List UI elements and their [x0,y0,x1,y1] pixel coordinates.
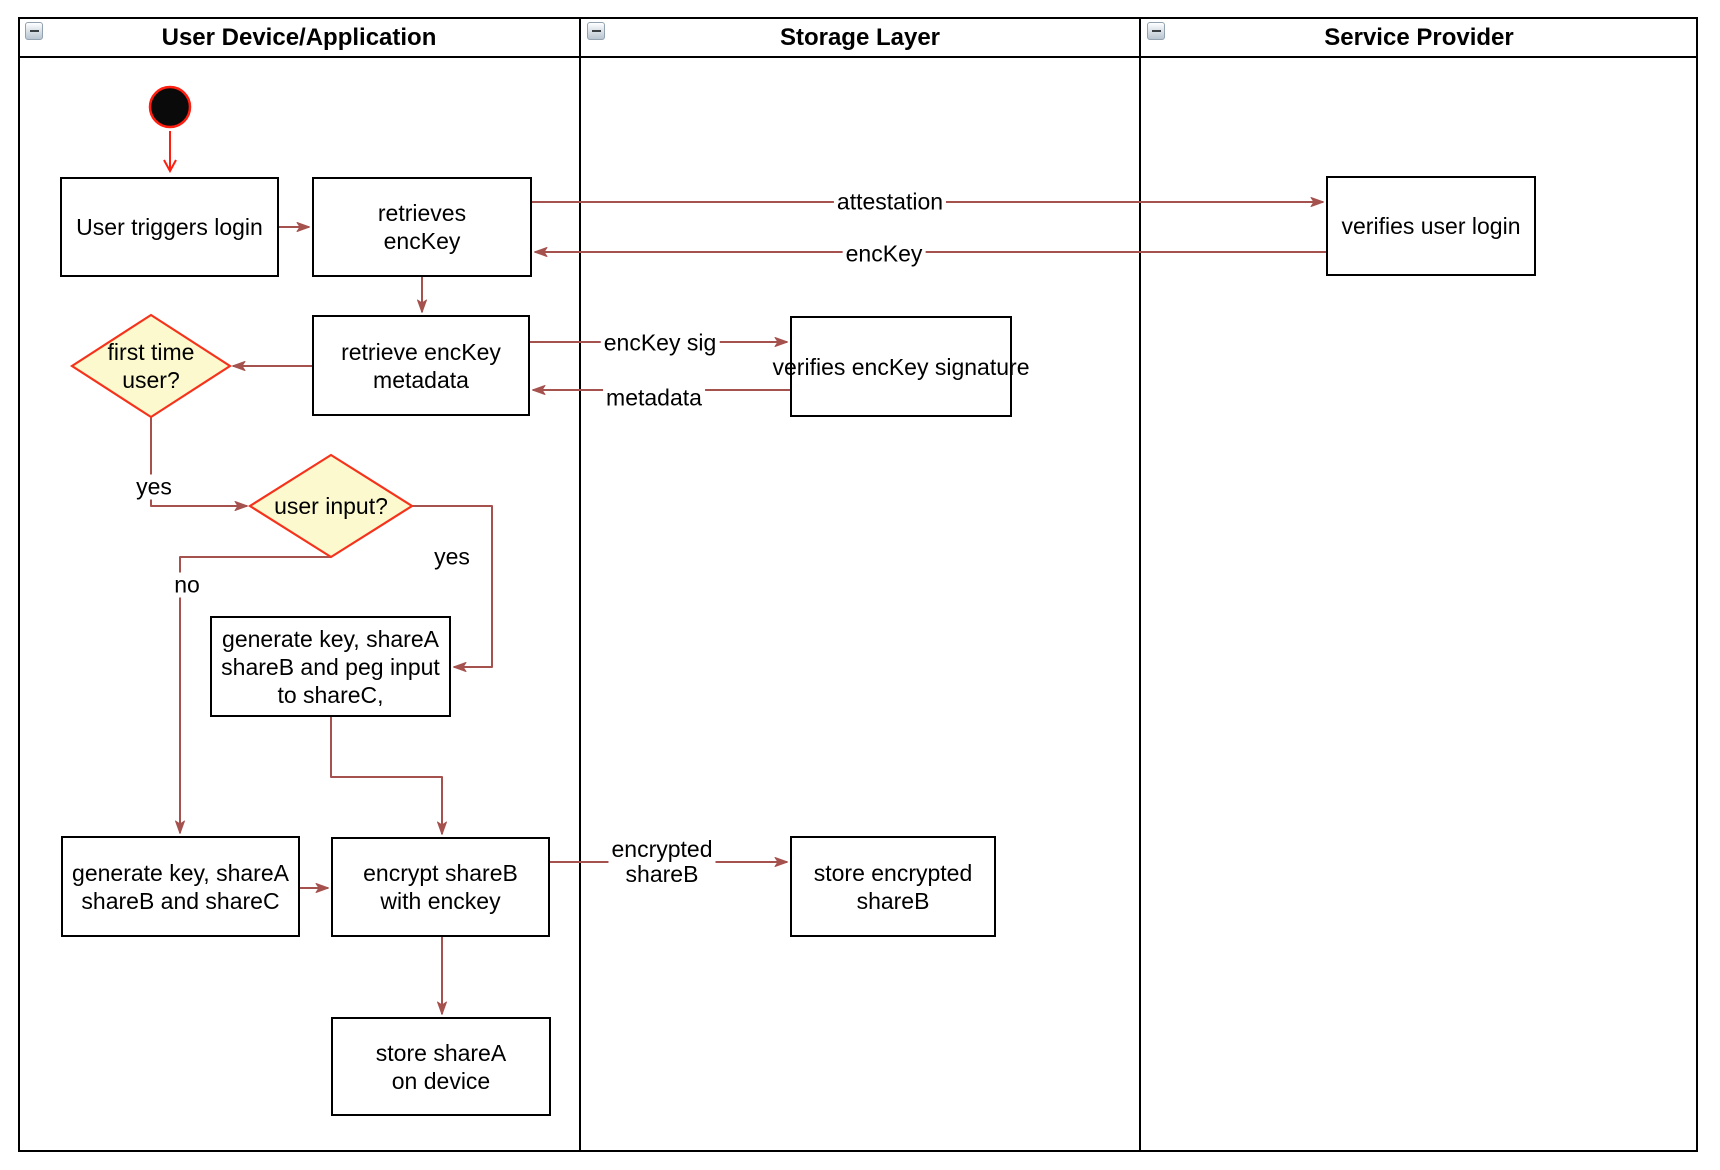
node-generate-key-peg-input[interactable]: generate key, shareA shareB and peg inpu… [210,616,451,717]
decision-first-time-user-label: first time user? [107,339,195,393]
node-retrieves-enckey[interactable]: retrieves encKey [312,177,532,277]
edge-label-no-user-input[interactable]: no [171,572,203,598]
lane-header-service-provider[interactable]: Service Provider [1140,17,1698,58]
edge-first-time-yes[interactable] [150,417,248,511]
node-verifies-user-login[interactable]: verifies user login [1326,176,1536,276]
node-retrieve-enckey-metadata[interactable]: retrieve encKey metadata [312,315,530,416]
initial-node[interactable] [148,85,192,129]
edge-label-yes-first-time[interactable]: yes [133,474,175,500]
node-generate-key-shares[interactable]: generate key, shareA shareB and shareC [61,836,300,937]
collapse-lane-button[interactable] [587,22,605,40]
collapse-lane-button[interactable] [1147,22,1165,40]
decision-first-time-user[interactable] [69,313,233,419]
lane-divider-2 [1139,17,1141,1152]
edge-label-enckey[interactable]: encKey [842,241,926,267]
edge-label-line: encrypted [611,836,713,862]
lane-header-separator [18,56,1698,58]
edge-user-input-yes[interactable] [412,505,493,672]
pool-border [18,17,1698,1152]
edge-label-enckey-sig[interactable]: encKey sig [600,330,720,356]
edge-label-encrypted-shareb[interactable]: encrypted shareB [608,836,716,887]
collapse-lane-button[interactable] [25,22,43,40]
edge-label-attestation[interactable]: attestation [833,189,947,215]
lane-title: User Device/Application [161,23,437,51]
edge-label-line: shareB [625,861,699,887]
node-user-triggers-login[interactable]: User triggers login [60,177,279,277]
lane-divider-1 [579,17,581,1152]
lane-header-user-device[interactable]: User Device/Application [18,17,580,58]
node-store-sharea-on-device[interactable]: store shareA on device [331,1017,551,1116]
lane-header-storage-layer[interactable]: Storage Layer [580,17,1140,58]
minus-icon [1151,30,1161,32]
lane-title: Storage Layer [779,23,941,51]
edge-peg-to-encrypt[interactable] [330,717,447,835]
edge-user-input-no[interactable] [175,556,331,834]
edge-label-metadata[interactable]: metadata [603,385,705,411]
node-verifies-enckey-signature[interactable]: verifies encKey signature [773,316,1029,417]
edge-label-yes-user-input[interactable]: yes [431,544,473,570]
decision-user-input-label: user input? [274,493,388,519]
lane-title: Service Provider [1324,23,1514,51]
node-store-encrypted-shareb[interactable]: store encrypted shareB [790,836,996,937]
decision-user-input[interactable] [247,453,415,559]
node-encrypt-shareb[interactable]: encrypt shareB with enckey [331,837,550,937]
minus-icon [29,30,39,32]
minus-icon [591,30,601,32]
